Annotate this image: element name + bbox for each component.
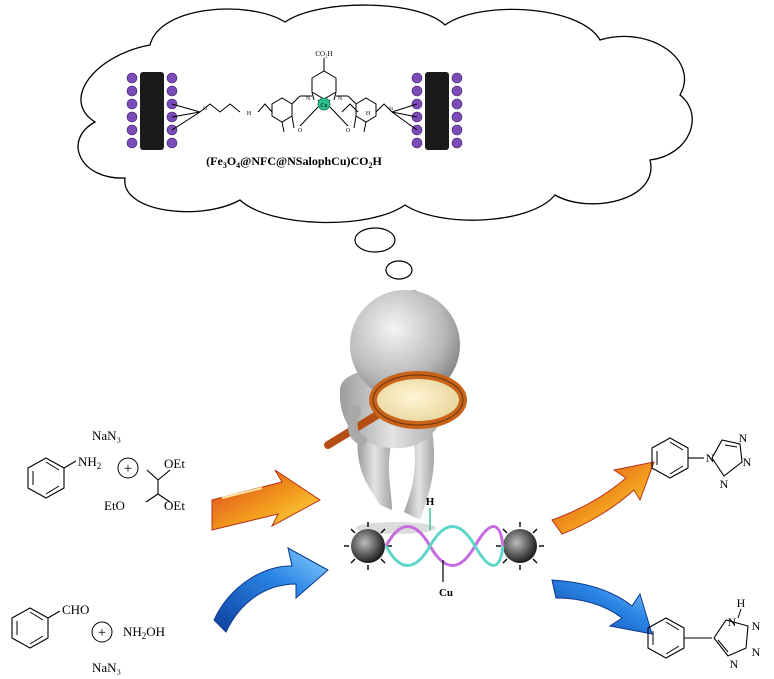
amine-label: NH2 [78,454,101,471]
nanoparticle-right [496,522,544,570]
plus-circle-bottom [91,621,113,643]
nh-label-right: H [366,111,371,117]
cu-label: Cu [320,103,327,109]
thought-bubble-large [354,227,396,253]
helix-cu-label: Cu [439,587,453,599]
si-label-left: Si [203,107,208,112]
plus-bottom: + [98,625,106,641]
n4-label: N [720,477,729,491]
sodium-azide-top: NaN₃ [92,428,121,443]
sodium-azide-bottom: NaN₃ [92,660,121,675]
plus-circle-top [117,457,139,479]
pn3-label: N [752,645,761,659]
hydroxylamine-label: NH2OH [123,624,165,641]
arrow-left-blue [213,547,329,633]
n2-label: N [743,455,752,469]
pn1-label: N [728,615,737,629]
aniline-ring [27,457,65,499]
nanoparticle-left [344,522,392,570]
cooh-label: CO₂H [315,50,332,58]
n3-label: N [739,431,748,445]
product-5-phenyl-tetrazole: H N N N N [647,596,761,671]
o-label-right: O [346,128,351,134]
arrow-right-blue [551,579,653,635]
oet-label-1: OEt [164,456,185,471]
pn2-label: N [752,619,761,633]
oet-label-2: OEt [164,498,185,513]
nh-h-label: H [737,596,746,610]
n-label-right: N [338,96,343,102]
thought-bubble-medium [385,260,413,280]
arrow-right-orange [551,461,655,535]
nanocatalyst-helix: H Cu [344,496,544,599]
thought-cloud [77,4,693,302]
reactants-top: NH2 NaN₃ + OEt EtO OEt [27,428,185,513]
eto-label: EtO [104,498,125,513]
product-1-phenyl-tetrazole: N N N N [651,431,752,491]
magnetic-core-right [391,72,463,150]
arrow-left-orange [211,469,321,531]
benzaldehyde-ring [11,607,49,649]
n1-label: N [706,451,715,465]
reactants-bottom: CHO + NH2OH NaN₃ [11,602,165,675]
plus-top: + [124,461,132,477]
catalyst-name: (Fe3O4@NFC@NSalophCu)CO2H [206,154,382,170]
figure-with-magnifier [324,290,467,534]
magnetic-core-left [126,72,201,150]
aldehyde-label: CHO [62,602,89,617]
copper-center [317,97,331,111]
helix-h-label: H [426,496,435,508]
catalyst-structure: Cu CO₂H N N O O H H Si Si (Fe3O4@NFC@NSa… [126,50,463,170]
o-label-left: O [298,128,303,134]
pn4-label: N [730,657,739,671]
nh-label-left: H [247,111,252,117]
si-label-right: Si [389,107,394,112]
orthoformate-skeleton [146,469,171,481]
n-label-left: N [306,96,311,102]
